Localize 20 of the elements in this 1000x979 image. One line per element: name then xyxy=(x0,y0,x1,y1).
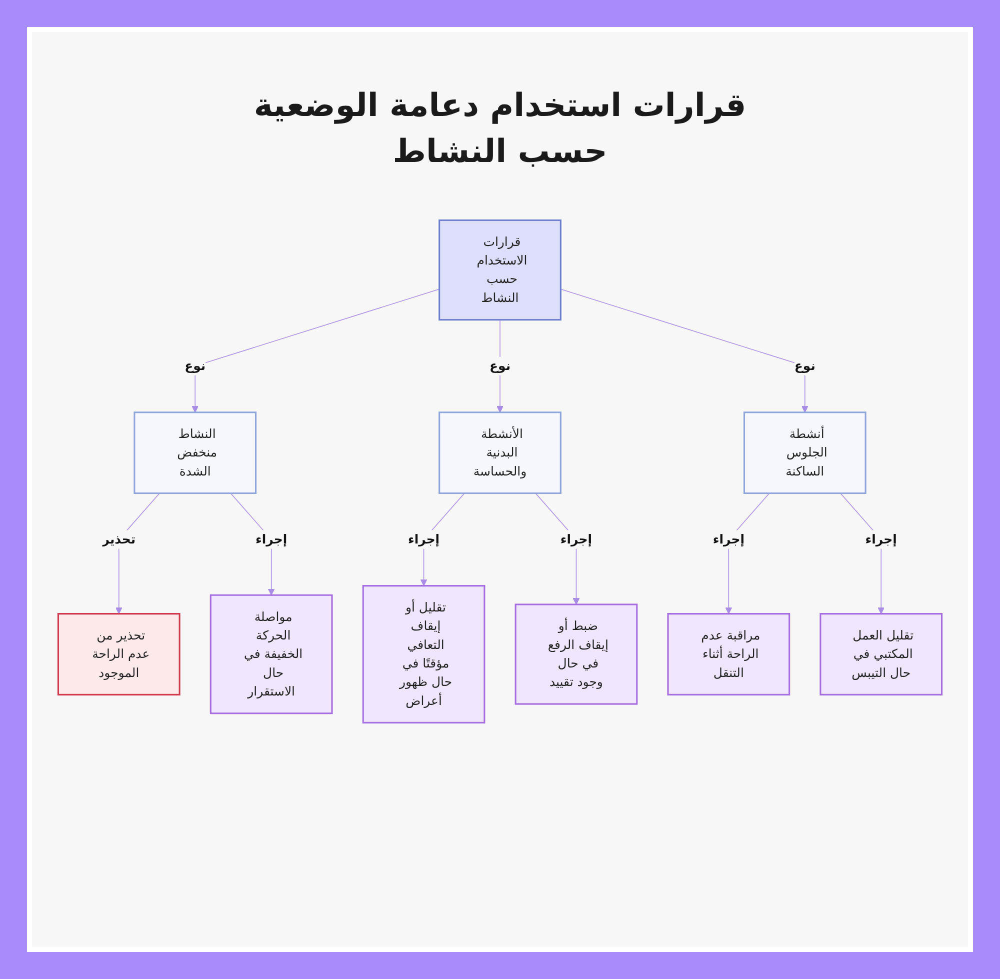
warning-box: تحذير من عدم الراحة الموجود xyxy=(57,613,180,696)
process-box: مواصلة الحركة الخفيفة في حال الاستقرار xyxy=(210,594,333,714)
arrow xyxy=(496,319,504,413)
edge-label: إجراء xyxy=(712,530,744,549)
process-box: تقليل أو إيقاف التعافي مؤقتًا في حال ظهور أعراض xyxy=(362,585,486,724)
process-box: النشاط منخفض الشدة xyxy=(134,412,257,494)
edge-label: إجراء xyxy=(560,530,592,549)
edge-label: إجراء xyxy=(256,530,288,549)
edge-label: إجراء xyxy=(865,530,897,549)
process-box: مراقبة عدم الراحة أثناء التنقل xyxy=(667,613,790,696)
process-box: تقليل العمل المكتبي في حال التيبس xyxy=(820,613,943,696)
arrow xyxy=(192,288,440,413)
arrow xyxy=(560,288,808,413)
process-box: الأنشطة البدنية والحساسة xyxy=(438,412,562,494)
process-box: أنشطة الجلوس الساكنة xyxy=(743,412,866,494)
edge-label: نوع xyxy=(490,356,510,376)
edge-label: إجراء xyxy=(408,530,440,549)
process-box: قرارات الاستخدام حسب النشاط xyxy=(438,219,562,321)
title: قرارات استخدام دعامة الوضعية حسب النشاط xyxy=(252,85,748,172)
process-box: ضبط أو إيقاف الرفع في حال وجود تقييد xyxy=(514,604,638,705)
